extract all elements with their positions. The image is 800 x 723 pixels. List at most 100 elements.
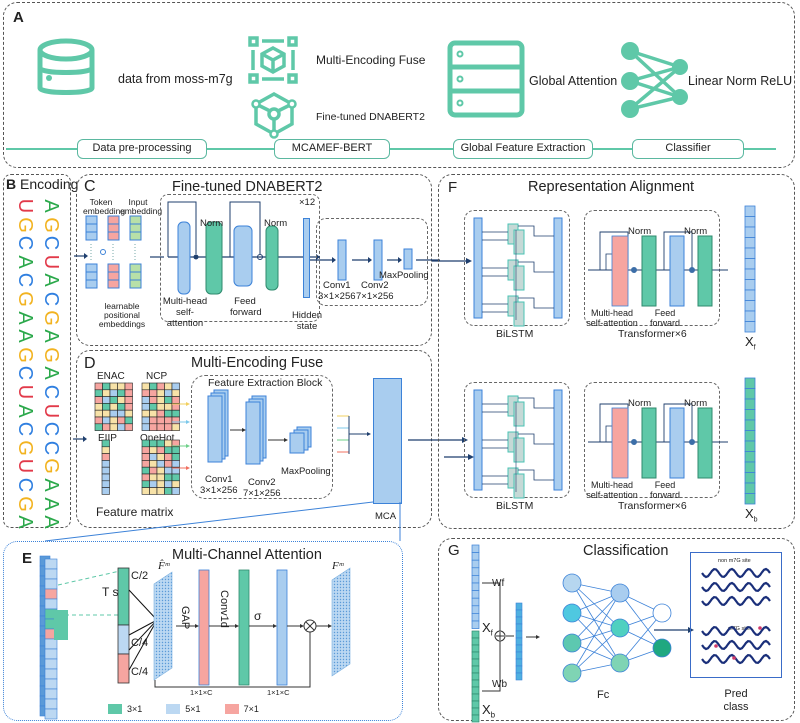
classification-vectors — [471, 544, 540, 723]
channel-cell — [44, 668, 58, 680]
dim-label-2: 1×1×C — [267, 688, 290, 697]
neuron — [610, 618, 630, 638]
mca-bar — [373, 378, 402, 504]
database-icon — [37, 38, 95, 95]
encoder-block — [160, 194, 320, 322]
xb-cell — [471, 679, 480, 688]
timeline-line — [6, 148, 776, 150]
g-xf-label: Xf — [482, 620, 493, 638]
fc-to-pred-arrow — [654, 627, 694, 633]
linear-norm-relu-text: Linear Norm ReLU — [688, 74, 793, 88]
onehot-grid — [141, 439, 180, 495]
selected-channel — [54, 610, 68, 640]
c-conv1-size: 3×1×256 — [318, 291, 356, 302]
f-out-label: Fᵐ — [332, 560, 344, 572]
rna-waves — [701, 567, 771, 665]
norm-label: Norm — [684, 226, 708, 237]
eiip-label: EIIP — [98, 433, 117, 444]
norm-label-1: Norm — [200, 218, 224, 229]
stage-mcamef-bert: MCAMEF-BERT — [274, 139, 390, 159]
c2-label: C/2 — [131, 570, 149, 582]
vector-cell — [744, 472, 756, 484]
concat-cell — [515, 672, 523, 681]
rna-wave — [701, 581, 771, 593]
xf-cell — [471, 544, 480, 553]
channel-cell — [44, 578, 58, 590]
vector-cell — [744, 258, 756, 270]
legend: 3×1 5×1 7×1 — [108, 704, 259, 714]
transformer-label: Transformer×6 — [618, 328, 687, 340]
legend-swatch-3x1 — [108, 704, 122, 714]
xb-cell — [471, 700, 480, 709]
channel-cell — [44, 638, 58, 650]
encoder-layers — [150, 201, 320, 295]
g-xb-label: Xb — [482, 702, 495, 720]
d-conv2-size: 7×1×256 — [243, 488, 281, 499]
positional-embeddings-label: learnable positional embeddings — [98, 301, 146, 329]
d-to-f-arrow — [408, 437, 468, 443]
panel-g-label: G — [448, 542, 460, 559]
vector-cell — [744, 268, 756, 280]
f-ff-label: Feed forward — [649, 308, 680, 328]
xb-cell — [471, 693, 480, 702]
vector-cell — [744, 419, 756, 431]
m7g-mark — [758, 626, 762, 630]
pred-box — [690, 552, 782, 678]
rna-wave — [701, 595, 771, 607]
vector-cell — [744, 310, 756, 322]
legend-item-3x1: 3×1 — [108, 704, 142, 714]
neuron — [562, 573, 582, 593]
legend-swatch-5x1 — [166, 704, 181, 714]
legend-item-5x1: 5×1 — [166, 704, 201, 714]
vector-cell — [744, 430, 756, 442]
panel-a: A — [3, 2, 795, 168]
xf-cell — [471, 567, 480, 576]
channel-cell — [44, 688, 58, 700]
xf-cell — [471, 552, 480, 561]
concat-cell — [515, 630, 523, 639]
conv-block — [316, 218, 428, 306]
input-arrow — [74, 253, 88, 259]
g-xf-main: X — [482, 620, 491, 635]
g-xb-sub: b — [490, 710, 496, 720]
panel-f-title: Representation Alignment — [528, 179, 695, 195]
bilstm-input-arrow — [444, 255, 474, 261]
panel-d-title: Multi-Encoding Fuse — [191, 355, 324, 371]
concat-cell — [515, 651, 523, 660]
concat-cell — [515, 644, 523, 653]
c-conv2-size: 7×1×256 — [356, 291, 394, 302]
panel-c-label: C — [84, 178, 96, 195]
channel-cell — [44, 588, 58, 600]
dnabert-text: Fine-tuned DNABERT2 — [316, 111, 425, 123]
panel-b-title: B Encoding — [6, 176, 78, 192]
vector-cell — [744, 321, 756, 333]
feed-forward-label: Feed forward — [230, 296, 262, 318]
hidden-state-label: Hidden state — [291, 310, 323, 332]
neuron — [562, 663, 582, 683]
f-hat-label: F̂ᵐ — [158, 560, 170, 572]
ncp-label: NCP — [146, 371, 168, 382]
output-vector — [744, 377, 756, 505]
legend-label-5x1: 5×1 — [185, 704, 201, 714]
xb-cell — [471, 637, 480, 646]
matrix-cell — [124, 423, 133, 431]
conv-layers — [310, 239, 440, 281]
vector-cell — [744, 216, 756, 228]
m7g-mark — [714, 644, 718, 648]
panel-a-label: A — [13, 9, 24, 26]
neuron — [562, 603, 582, 623]
legend-label-7x1: 7×1 — [243, 704, 259, 714]
norm-label: Norm — [628, 226, 652, 237]
mca-label: MCA — [375, 511, 397, 522]
panel-g: G Classification — [438, 538, 795, 721]
enac-label: ENAC — [97, 371, 125, 382]
vector-cell — [744, 237, 756, 249]
xb-cell — [471, 658, 480, 667]
f-out-tensor — [331, 567, 351, 677]
bilstm-label: BiLSTM — [496, 328, 534, 340]
d-input-arrow — [73, 436, 87, 442]
transformer-box — [584, 210, 720, 326]
global-attention-text: Global Attention — [529, 74, 618, 88]
